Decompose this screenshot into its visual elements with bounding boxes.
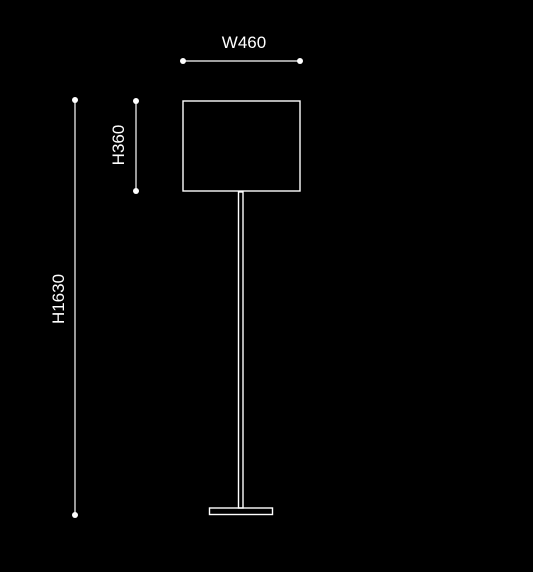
width-dimension: W460 [180,33,303,64]
shade-height-dimension-bottom-dot [133,188,139,194]
total-height-dimension-label: H1630 [49,274,68,324]
lamp-shade [182,100,301,192]
floor-lamp [182,100,301,516]
total-height-dimension-bottom-dot [72,512,78,518]
lamp-base [208,507,274,516]
total-height-dimension-top-dot [72,97,78,103]
total-height-dimension: H1630 [49,97,78,518]
shade-height-dimension: H360 [109,98,139,194]
width-dimension-start-dot [180,58,186,64]
width-dimension-end-dot [297,58,303,64]
width-dimension-label: W460 [222,33,266,52]
shade-height-dimension-top-dot [133,98,139,104]
lamp-stem [237,191,244,509]
shade-height-dimension-label: H360 [109,125,128,166]
